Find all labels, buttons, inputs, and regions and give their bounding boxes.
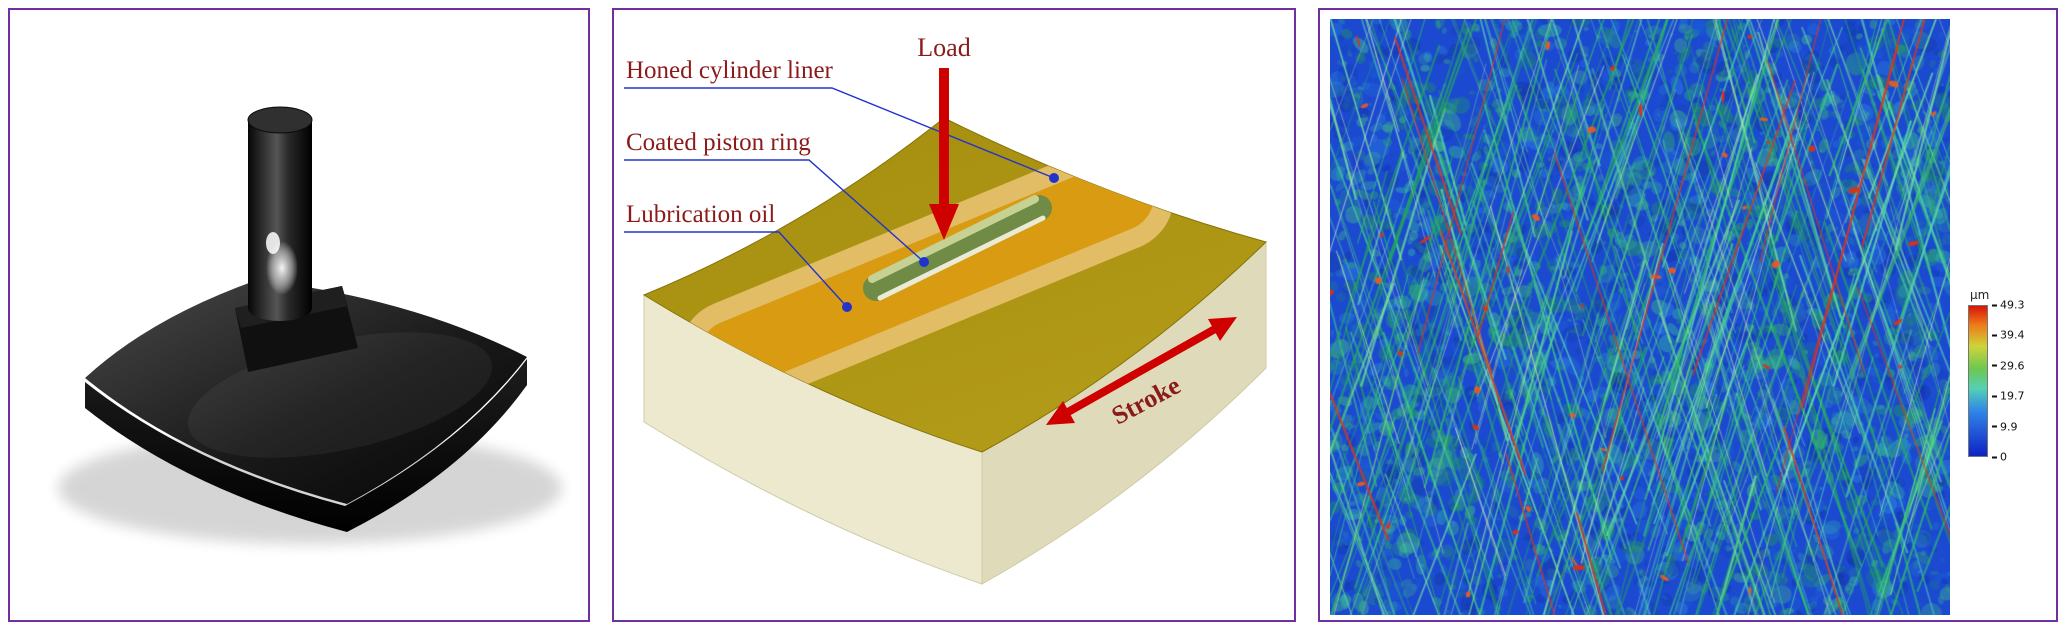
oil-label: Lubrication oil xyxy=(626,201,775,228)
contact-zone xyxy=(679,141,1174,410)
tick-value: 9.9 xyxy=(2000,420,2018,434)
liner-leader-line xyxy=(624,87,1055,179)
colorbar-unit-label: µm xyxy=(1970,288,1990,302)
ring-leader-dot xyxy=(919,257,929,267)
stroke-arrowhead-right-icon xyxy=(1208,317,1237,341)
load-label: Load xyxy=(917,33,970,62)
ring-leader-line xyxy=(624,159,925,263)
tick-mark xyxy=(1992,456,1997,458)
colorbar-tick: 0 xyxy=(1992,451,2007,464)
ring-label: Coated piston ring xyxy=(626,129,811,156)
tick-value: 39.4 xyxy=(2000,328,2025,342)
colorbar-tick: 49.3 xyxy=(1992,299,2025,312)
tick-value: 49.3 xyxy=(2000,298,2025,312)
pin-reflection-spot xyxy=(266,232,280,254)
piston-ring xyxy=(863,195,1052,301)
stroke-arrowhead-left-icon xyxy=(1046,401,1075,425)
piston-ring-bottom-edge xyxy=(877,215,1046,301)
stroke-arrow xyxy=(1066,325,1217,416)
tick-mark xyxy=(1992,304,1997,306)
oil-leader-dot xyxy=(842,302,852,312)
leader-lines xyxy=(624,87,1055,308)
tick-mark xyxy=(1992,334,1997,337)
tick-value: 0 xyxy=(2000,450,2007,464)
pin-top-face xyxy=(247,106,313,134)
liner-plate-side xyxy=(85,359,527,532)
colorbar-tick: 19.7 xyxy=(1992,390,2025,403)
tick-mark xyxy=(1992,425,1997,428)
liner-plate-top xyxy=(85,280,527,504)
pin-reflection xyxy=(266,241,298,295)
tick-mark xyxy=(1992,364,1997,367)
tick-value: 29.6 xyxy=(2000,359,2025,373)
colorbar-tick: 29.6 xyxy=(1992,359,2025,372)
colorbar-gradient xyxy=(1968,305,1988,457)
piston-ring-top-edge xyxy=(868,195,1039,283)
panel-test-rig-photo xyxy=(8,8,590,622)
oil-leader-line xyxy=(624,231,848,308)
tick-mark xyxy=(1992,395,1997,398)
surface-map-canvas xyxy=(1330,19,1950,615)
colorbar-tick: 39.4 xyxy=(1992,329,2025,342)
panel-surface-topography: µm 49.3 39.4 29.6 19.7 9.9 0 xyxy=(1318,8,2058,622)
liner-leader-dot xyxy=(1049,173,1059,183)
panel-schematic: Honed cylinder liner Coated piston ring … xyxy=(612,8,1296,622)
load-arrowhead-icon xyxy=(929,204,959,240)
liner-label: Honed cylinder liner xyxy=(626,57,834,84)
colorbar-tick: 9.9 xyxy=(1992,420,2018,433)
tick-value: 19.7 xyxy=(2000,389,2025,403)
test-rig-photo xyxy=(58,106,562,544)
colorbar: µm 49.3 39.4 29.6 19.7 9.9 0 xyxy=(1968,288,2044,464)
colorbar-body: 49.3 39.4 29.6 19.7 9.9 0 xyxy=(1968,299,2044,464)
schematic-diagram: Honed cylinder liner Coated piston ring … xyxy=(624,33,1267,585)
colorbar-ticks: 49.3 39.4 29.6 19.7 9.9 0 xyxy=(1992,299,2042,464)
